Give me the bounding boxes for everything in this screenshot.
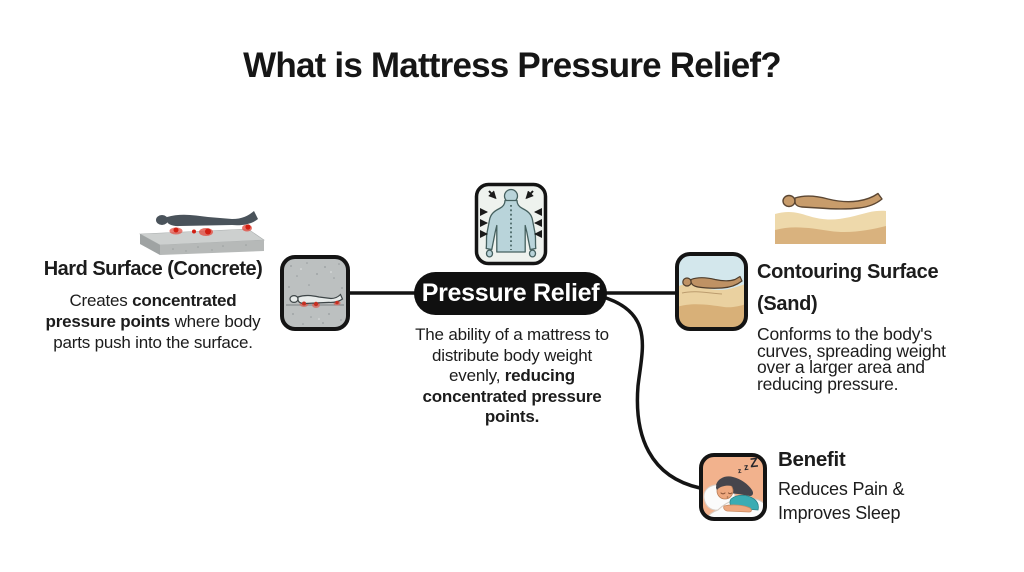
zzz-text: z xyxy=(737,467,743,476)
sand-scene-illustration xyxy=(772,186,889,246)
person-on-concrete-icon xyxy=(279,254,351,332)
concrete-scene-illustration xyxy=(128,193,270,257)
pressure-relief-label: Pressure Relief xyxy=(421,279,600,307)
hard-surface-heading: Hard Surface (Concrete) xyxy=(43,258,263,280)
benefit-heading: Benefit xyxy=(778,448,846,471)
pressure-relief-description: The ability of a mattress to distribute … xyxy=(415,325,609,426)
sleeping-person-icon: z z Z xyxy=(698,452,768,522)
page-title: What is Mattress Pressure Relief? xyxy=(243,46,781,85)
zzz-text: z xyxy=(743,461,750,473)
contouring-surface-heading: Contouring Surface (Sand) xyxy=(757,261,939,315)
body-with-inward-arrows-icon xyxy=(474,182,548,266)
benefit-description: Reduces Pain & Improves Sleep xyxy=(778,479,905,523)
benefit-section: Benefit Reduces Pain & Improves Sleep xyxy=(778,448,948,525)
contouring-surface-description: Conforms to the body's curves, spreading… xyxy=(757,324,946,394)
person-in-sand-icon xyxy=(674,251,749,332)
hard-surface-description: Creates concentrated pressure points whe… xyxy=(45,291,261,352)
hard-surface-section: Hard Surface (Concrete) Creates concentr… xyxy=(26,258,280,353)
zzz-text: Z xyxy=(749,454,759,471)
contouring-surface-section: Contouring Surface (Sand) Conforms to th… xyxy=(757,256,972,392)
pressure-relief-node: Pressure Relief xyxy=(414,272,607,315)
